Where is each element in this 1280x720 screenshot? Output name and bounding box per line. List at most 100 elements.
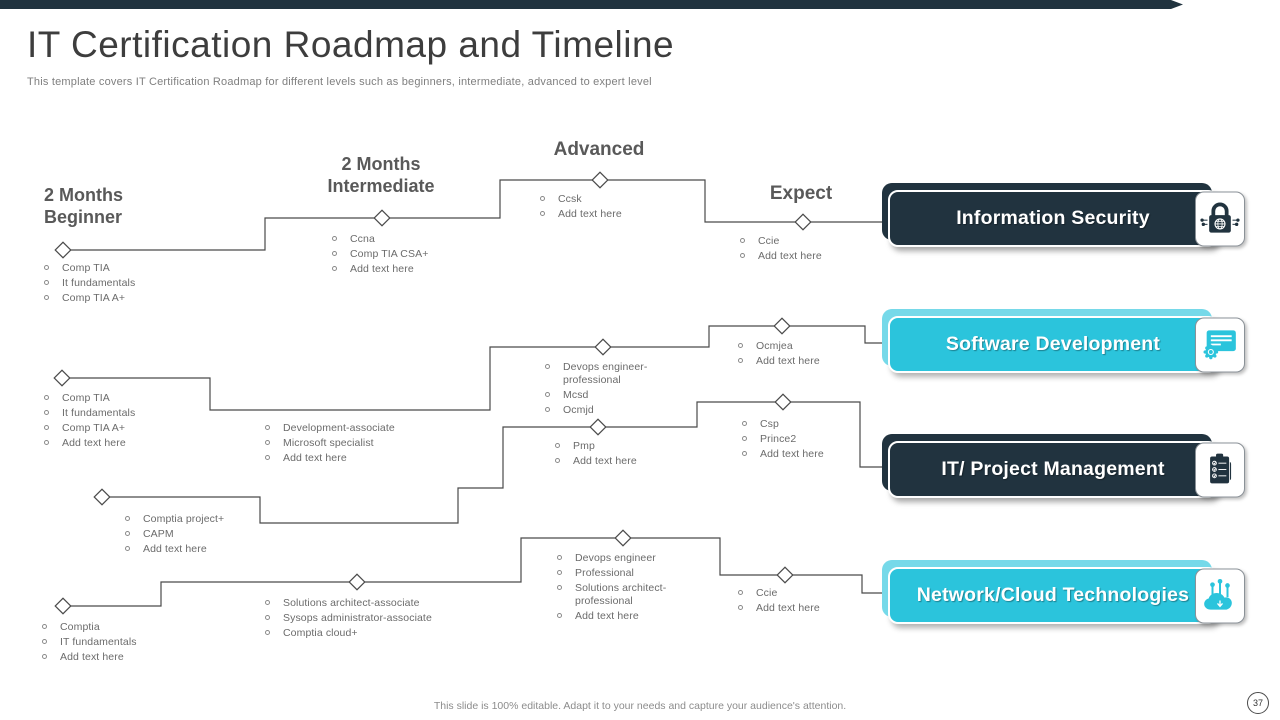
bullet-icon (557, 585, 562, 591)
milestone-diamond (373, 209, 391, 227)
bullet-icon (545, 364, 550, 369)
milestone-diamond (93, 488, 111, 506)
bullet-icon (557, 612, 562, 618)
cert-list-beginner-security: Comp TIA It fundamentals Comp TIA A+ (44, 262, 135, 307)
milestone-diamond (348, 573, 366, 591)
cert-item: Add text here (350, 263, 414, 276)
bullet-icon (557, 555, 562, 560)
milestone-diamond (54, 241, 72, 259)
bullet-icon (332, 236, 337, 241)
bullet-icon (555, 443, 560, 448)
bullet-icon (44, 395, 49, 400)
bullet-icon (265, 440, 270, 446)
top-accent-bar (0, 0, 1183, 9)
cert-list-beginner-project: Comptia project+ CAPM Add text here (125, 513, 224, 558)
cert-list-advanced-project: Pmp Add text here (555, 440, 637, 470)
cert-item: Comp TIA A+ (62, 292, 126, 305)
cert-list-advanced-network: Devops engineer Professional Solutions a… (557, 552, 687, 625)
category-label: Software Development (945, 333, 1161, 355)
bullet-icon (742, 421, 747, 426)
bullet-icon (738, 358, 743, 364)
bullet-icon (540, 196, 545, 201)
cert-item: Add text here (575, 609, 639, 622)
cert-item: Comp TIA (62, 392, 110, 404)
cert-item: Add text here (573, 455, 637, 468)
bullet-icon (44, 295, 49, 301)
bullet-icon (740, 253, 745, 259)
cert-item: It fundamentals (62, 407, 136, 420)
cert-item: It fundamentals (62, 277, 136, 290)
cert-item: Ccna (350, 233, 375, 245)
bullet-icon (740, 238, 745, 243)
bullet-icon (44, 440, 49, 446)
milestone-diamond (54, 597, 72, 615)
bullet-icon (265, 615, 270, 621)
icon-card (1195, 442, 1245, 497)
milestone-diamond (773, 317, 791, 335)
cert-item: Csp (760, 418, 779, 430)
cert-item: Ccie (758, 235, 780, 247)
bullet-icon (42, 639, 47, 645)
bullet-icon (738, 605, 743, 611)
cert-item: Comp TIA A+ (62, 422, 126, 435)
cert-item: Solutions architect-professional (575, 582, 667, 607)
category-label: Network/Cloud Technologies (916, 584, 1190, 606)
category-bar-it-project-management: IT/ Project Management (888, 441, 1245, 498)
icon-card (1195, 317, 1245, 372)
bullet-icon (44, 425, 49, 431)
bullet-icon (738, 343, 743, 348)
cert-item: Add text here (756, 355, 820, 368)
cert-item: Add text here (143, 543, 207, 556)
bullet-icon (42, 624, 47, 629)
footer-note: This slide is 100% editable. Adapt it to… (433, 700, 847, 712)
cert-list-intermediate-security: Ccna Comp TIA CSA+ Add text here (332, 233, 428, 278)
bullet-icon (540, 211, 545, 217)
bullet-icon (265, 425, 270, 430)
cert-item: IT fundamentals (60, 636, 137, 649)
bullet-icon (545, 406, 550, 412)
bullet-icon (742, 451, 747, 457)
cert-item: CAPM (143, 528, 174, 541)
cert-item: Devops engineer-professional (563, 361, 648, 386)
cert-item: Comp TIA (62, 262, 110, 274)
bullet-icon (742, 436, 747, 442)
cert-item: Sysops administrator-associate (283, 612, 432, 625)
page-subtitle: This template covers IT Certification Ro… (27, 76, 652, 88)
milestone-diamond (53, 369, 71, 387)
category-label: Information Security (956, 207, 1150, 229)
cert-item: Add text here (758, 250, 822, 263)
cert-item: Add text here (62, 437, 126, 450)
bullet-icon (125, 531, 130, 537)
clipboard-checklist-icon (1209, 453, 1232, 485)
stage-heading-expect: Expect (769, 183, 833, 204)
cert-item: Comptia cloud+ (283, 627, 358, 640)
cert-item: Solutions architect-associate (283, 597, 420, 609)
milestone-diamond (589, 418, 607, 436)
cert-item: Development-associate (283, 422, 395, 434)
bullet-icon (42, 654, 47, 660)
milestone-diamond (594, 338, 612, 356)
milestone-diamond (591, 171, 609, 189)
milestone-diamond (774, 393, 792, 411)
cert-item: Prince2 (760, 433, 797, 446)
icon-card (1195, 191, 1245, 246)
page-title: IT Certification Roadmap and Timeline (27, 24, 675, 65)
cert-item: Ccie (756, 587, 778, 599)
cert-item: Professional (575, 567, 634, 580)
cert-list-advanced-security: Ccsk Add text here (540, 193, 622, 223)
bullet-icon (265, 600, 270, 605)
cert-list-beginner-software: Comp TIA It fundamentals Comp TIA A+ Add… (44, 392, 135, 452)
cert-item: Pmp (573, 440, 595, 452)
milestone-diamond (776, 566, 794, 584)
cert-list-expect-security: Ccie Add text here (740, 235, 822, 265)
page-number-badge: 37 (1247, 692, 1269, 714)
bullet-icon (44, 410, 49, 416)
bullet-icon (332, 266, 337, 272)
bullet-icon (265, 455, 270, 461)
cert-item: Devops engineer (575, 552, 656, 564)
cert-list-intermediate-network: Solutions architect-associate Sysops adm… (265, 597, 432, 642)
cert-item: Add text here (760, 448, 824, 461)
bullet-icon (555, 458, 560, 464)
category-bar-information-security: Information Security (888, 190, 1245, 247)
cert-list-expect-project: Csp Prince2 Add text here (742, 418, 824, 463)
